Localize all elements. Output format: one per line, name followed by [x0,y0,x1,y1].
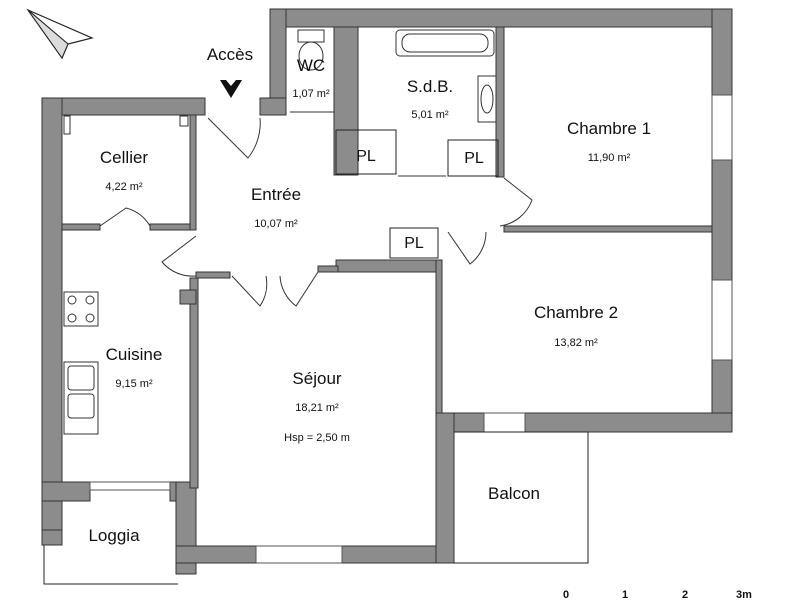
sdb-area: 5,01 m² [411,109,449,121]
wc-area: 1,07 m² [292,88,330,100]
balcon-name: Balcon [488,484,540,503]
entree-area: 10,07 m² [254,218,298,230]
placard-label: PL [404,235,424,252]
interior-walls [61,26,713,489]
placard-label: PL [356,148,376,165]
scale-tick-label: 1 [622,589,628,600]
kitchen-sink-icon [63,361,99,435]
windows [89,94,733,564]
cellier-shelf [63,115,189,135]
scale-bar: 0 1 2 3m [563,589,752,600]
north-arrow-icon [26,8,94,60]
access-arrow-icon [220,80,242,98]
sejour-height: Hsp = 2,50 m [284,432,350,444]
wc-name: WC [297,56,325,75]
cellier-name: Cellier [100,148,149,167]
chambre1-area: 11,90 m² [588,152,631,164]
chambre2-name: Chambre 2 [534,303,618,322]
scale-tick-label: 3m [736,589,752,600]
doors [99,111,533,307]
cellier-area: 4,22 m² [105,181,143,193]
scale-tick-label: 2 [682,589,688,600]
cuisine-name: Cuisine [106,345,163,364]
cuisine-area: 9,15 m² [115,378,153,390]
exterior-walls [41,8,733,575]
toilet-icon [297,29,325,71]
chambre2-area: 13,82 m² [554,337,598,349]
sejour-name: Séjour [292,369,341,388]
loggia-name: Loggia [88,526,140,545]
stove-icon [63,291,99,327]
chambre1-name: Chambre 1 [567,119,651,138]
balcony-outline [43,431,589,585]
entree-name: Entrée [251,185,301,204]
scale-tick-label: 0 [563,589,569,600]
sink-icon [477,75,497,123]
placard-label: PL [464,150,484,167]
sdb-name: S.d.B. [407,77,453,96]
sejour-area: 18,21 m² [295,402,339,414]
bathtub-icon [395,29,495,57]
access-label: Accès [207,45,253,64]
